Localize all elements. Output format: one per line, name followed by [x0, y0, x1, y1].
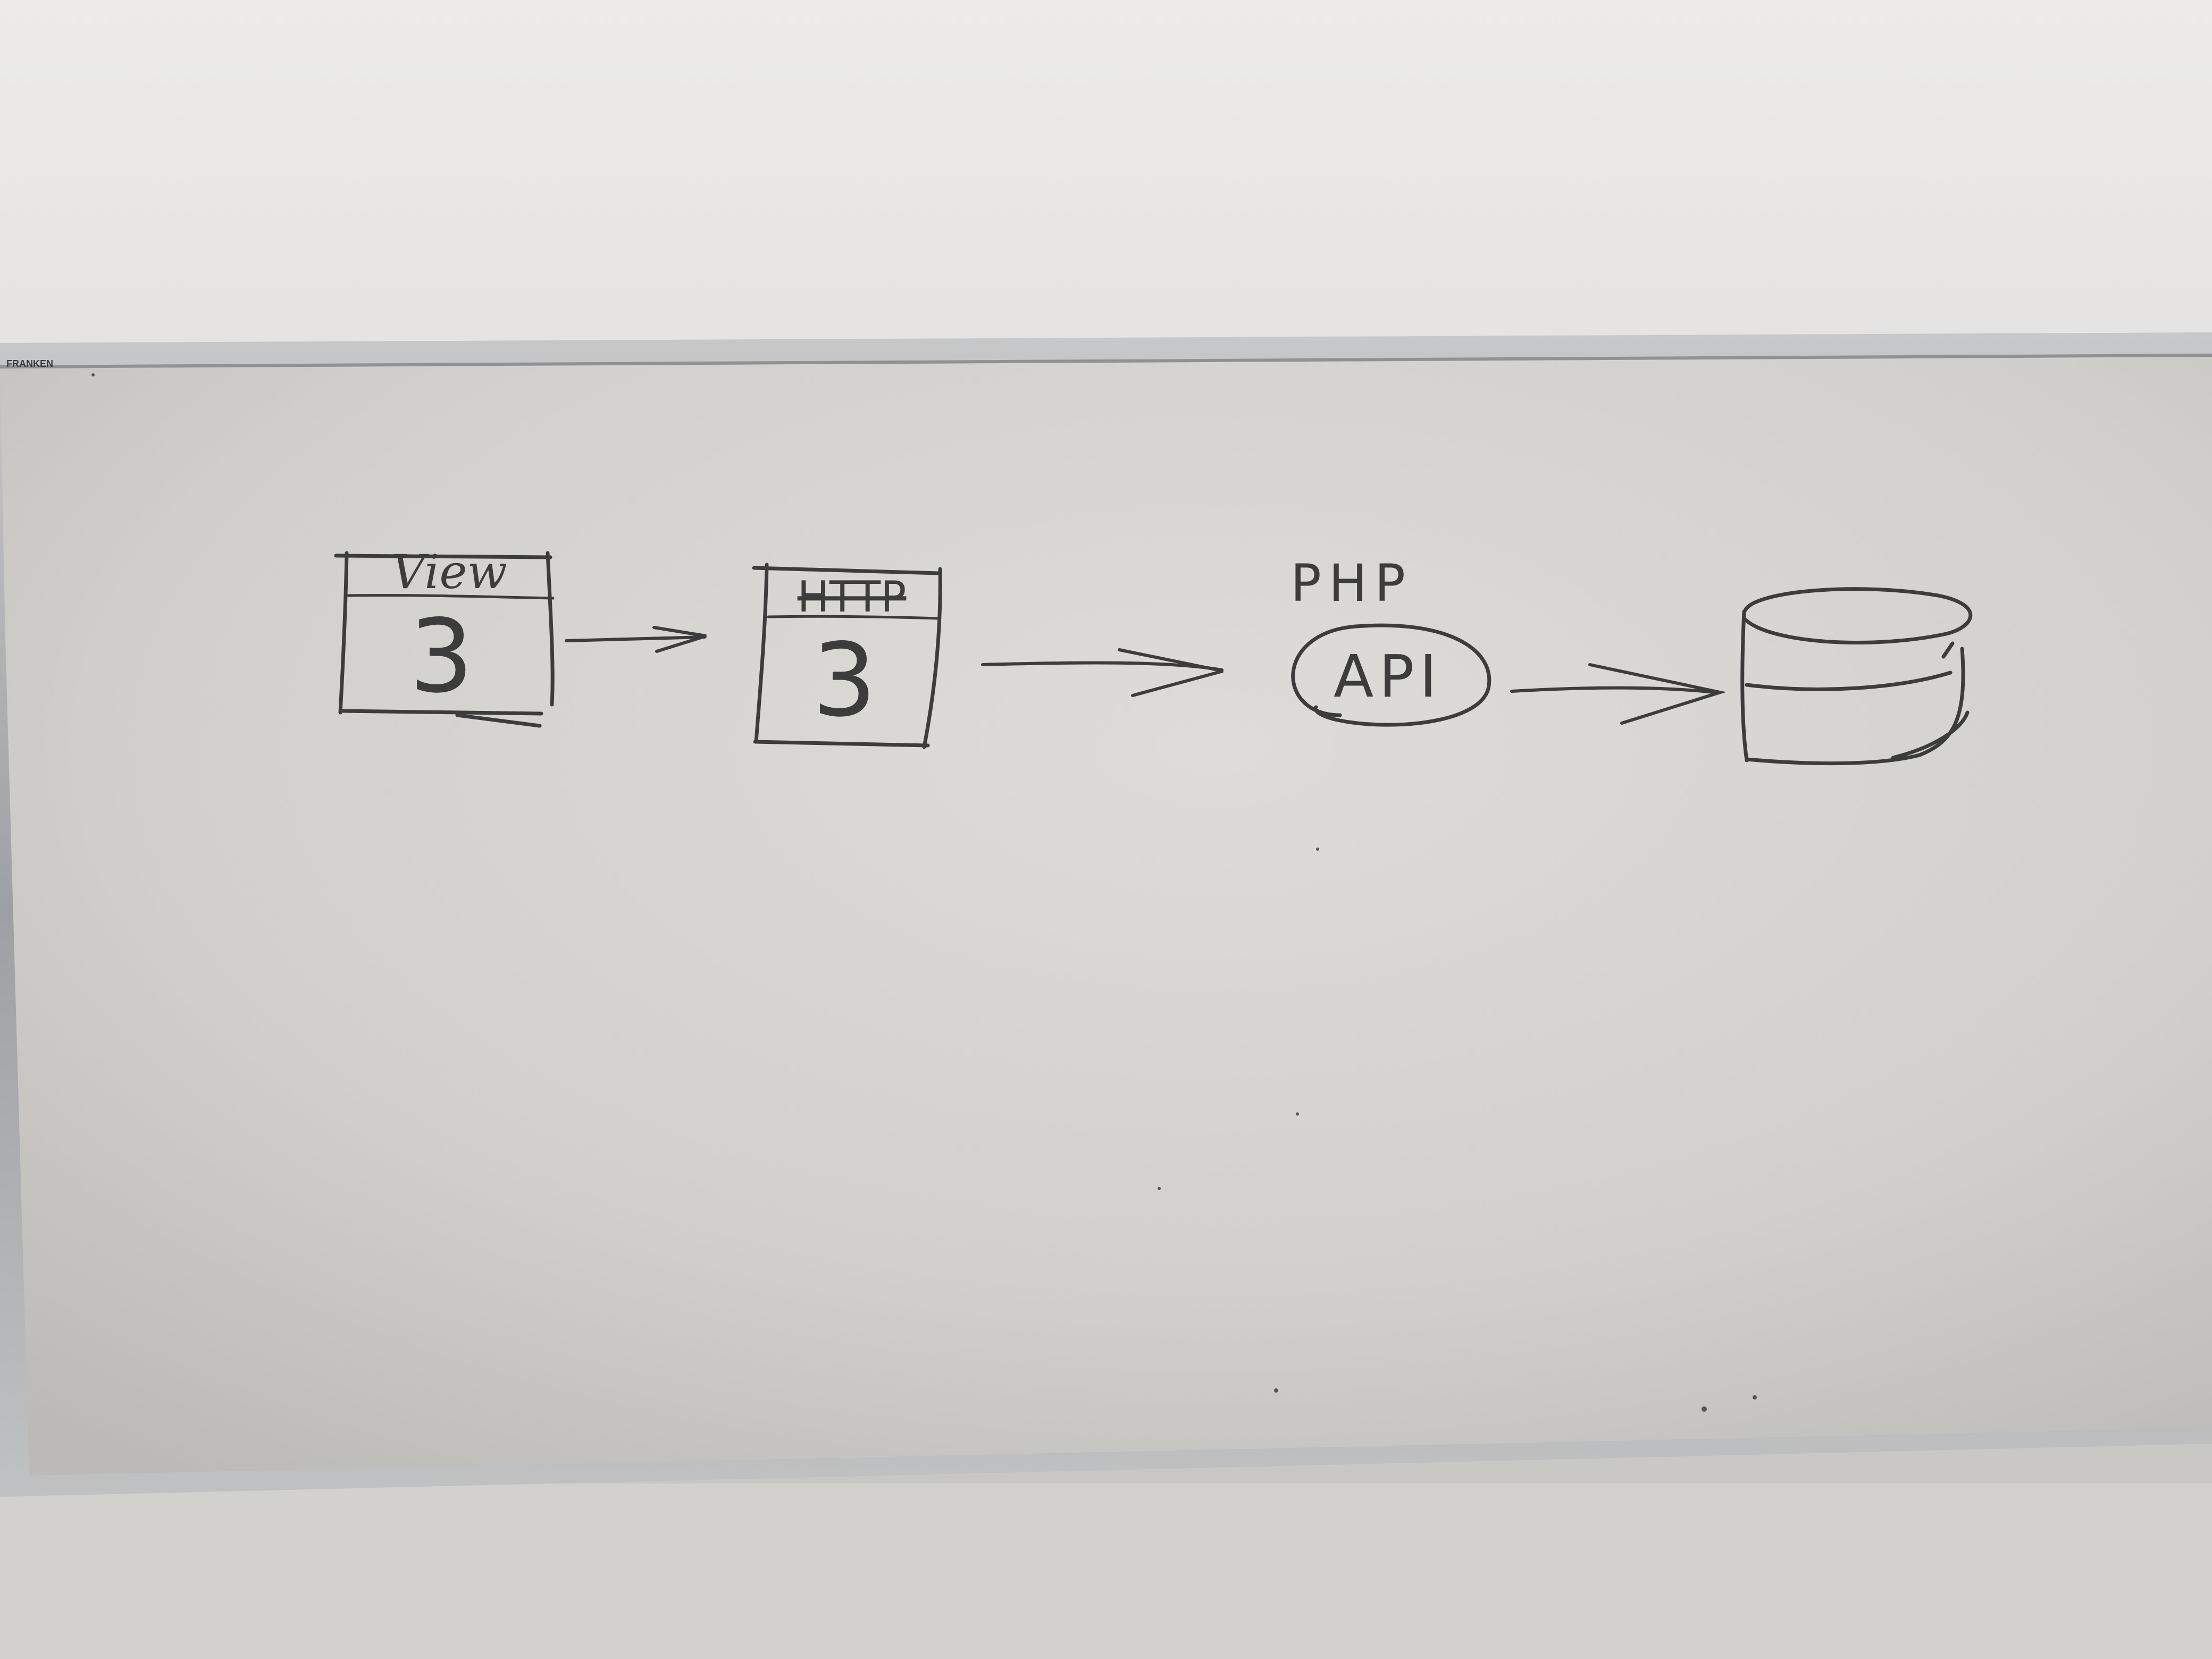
view-box-top [334, 554, 552, 559]
node-http [752, 563, 942, 749]
wall-lower [0, 1484, 2212, 1659]
database-bottom-curve [1745, 753, 1922, 766]
api-caption-label: PHP [1291, 554, 1413, 613]
board-specks [91, 373, 1757, 1412]
view-header-label: View [391, 544, 507, 599]
database-left-side [1740, 609, 1749, 763]
board-brand-label: FRANKEN [6, 358, 53, 369]
database-tick [1941, 641, 1955, 659]
view-box-left [338, 551, 349, 715]
node-database [1740, 587, 1973, 766]
api-ellipse [1291, 623, 1492, 727]
database-top-ellipse [1743, 587, 1973, 644]
arrow-head [652, 626, 707, 653]
view-box-right [546, 551, 555, 707]
arrow-shaft [565, 635, 706, 642]
edge-http-to-api [981, 648, 1224, 697]
arrow-shaft [1510, 686, 1720, 694]
http-box-top [752, 566, 941, 575]
node-api [1291, 623, 1492, 727]
http-box-left [754, 563, 769, 744]
whiteboard-top-edge [0, 354, 2212, 368]
database-middle-band [1745, 671, 1953, 691]
arrow-head [1118, 648, 1224, 697]
view-box-bottom [341, 709, 543, 716]
http-body-label: 3 [812, 622, 877, 739]
http-box-bottom [753, 740, 930, 748]
view-box-divider [347, 593, 555, 600]
view-box-bottom-stroke [455, 713, 542, 728]
view-body-label: 3 [409, 598, 474, 715]
http-header-label: HTTP [798, 572, 907, 622]
arrow-head [1588, 663, 1727, 725]
whiteboard-surface [0, 355, 2212, 1476]
http-box-right [922, 567, 942, 749]
node-view [334, 551, 555, 728]
edge-view-to-http [565, 626, 707, 653]
database-right-side [1917, 647, 1965, 757]
api-label: API [1334, 642, 1442, 710]
edge-api-to-database [1510, 663, 1727, 725]
http-box-divider [767, 615, 940, 620]
database-back-stroke [1891, 710, 1970, 760]
